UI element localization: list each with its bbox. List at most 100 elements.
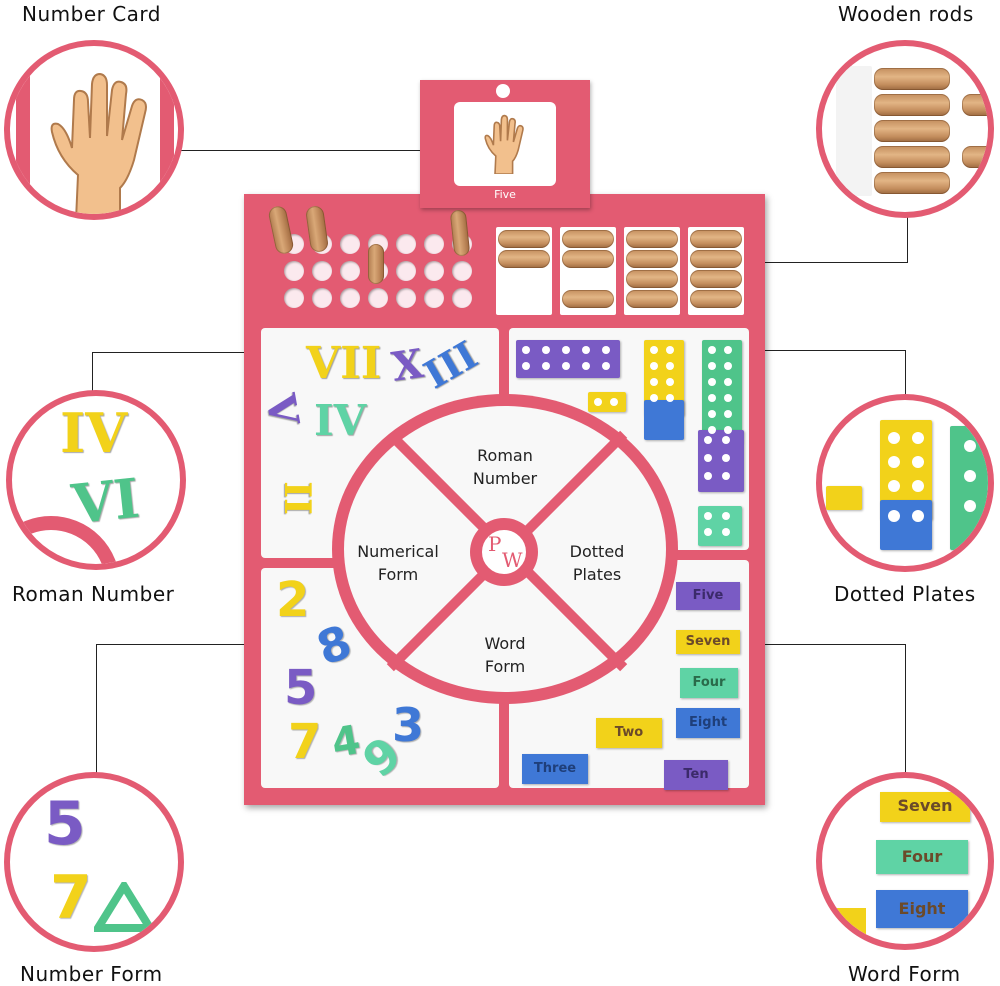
plate-dot <box>708 410 716 418</box>
plate-dot <box>912 432 924 444</box>
leader-line-number-form <box>96 644 336 645</box>
plate-dot <box>724 378 732 386</box>
roman-piece-vii: VII <box>306 338 382 389</box>
label-number-card: Number Card <box>22 2 161 26</box>
plate-dot <box>704 436 712 444</box>
card-edge-right <box>160 46 174 214</box>
word-tile-eight: Eight <box>676 708 740 738</box>
plate-dot <box>888 432 900 444</box>
zoom-circle-dotted-plates <box>816 394 994 572</box>
zoom-rod <box>874 146 950 168</box>
plate-dot <box>724 426 732 434</box>
wooden-rod <box>690 250 742 268</box>
peg-hole <box>340 261 360 281</box>
leader-line-number-card <box>180 150 420 151</box>
zoom-number-5: 5 <box>44 789 86 859</box>
leader-line-number-form-v <box>96 644 97 774</box>
roman-piece-iv: IV <box>314 396 367 445</box>
peg-hole <box>396 288 416 308</box>
label-word-form: Word Form <box>848 962 961 986</box>
word-tile-four: Four <box>680 668 738 698</box>
leader-line-word-form-v <box>905 644 906 774</box>
plate-dot <box>602 346 610 354</box>
leader-line-roman-v <box>92 352 93 394</box>
label-roman-number: Roman Number <box>12 582 175 606</box>
zoom-circle-wooden-rods <box>816 40 994 218</box>
zoom-tile-edge <box>834 908 866 944</box>
plate-dot <box>724 346 732 354</box>
zoom-rod <box>962 146 988 168</box>
wooden-rod <box>562 290 614 308</box>
label-number-form: Number Form <box>20 962 163 986</box>
plate-dot <box>562 346 570 354</box>
wooden-rod <box>562 230 614 248</box>
plate-dot <box>964 470 976 482</box>
wooden-rod <box>626 230 678 248</box>
wooden-rod <box>626 250 678 268</box>
plate-dot <box>666 378 674 386</box>
peg-hole <box>312 288 332 308</box>
zoom-circle-word-form: Seven Four Eight <box>816 772 994 950</box>
label-dotted-plates: Dotted Plates <box>834 582 976 606</box>
roman-piece-ii: II <box>275 481 318 515</box>
plate-dot <box>888 456 900 468</box>
peg-hole <box>424 234 444 254</box>
peg-hole <box>452 261 472 281</box>
plate-dot <box>708 346 716 354</box>
plate-dot <box>666 346 674 354</box>
dotted-plate-blue <box>644 400 684 440</box>
plate-dot <box>912 480 924 492</box>
zoom-plate-blue <box>880 500 932 550</box>
wooden-rod <box>562 250 614 268</box>
plate-dot <box>650 346 658 354</box>
plate-dot <box>650 362 658 370</box>
leader-line-dotted <box>662 350 906 351</box>
peg-hole <box>452 288 472 308</box>
plate-dot <box>722 472 730 480</box>
plate-dot <box>912 510 924 522</box>
leader-line-wooden-rods-v <box>907 210 908 263</box>
peg-rod <box>368 244 384 284</box>
plate-dot <box>542 362 550 370</box>
zoom-rod <box>874 94 950 116</box>
wooden-rod <box>690 270 742 288</box>
zoom-rod <box>874 68 950 90</box>
number-piece-3: 3 <box>392 698 425 752</box>
zoom-circle-number-card <box>4 40 184 220</box>
plate-dot <box>522 346 530 354</box>
wooden-rod <box>690 290 742 308</box>
zoom-word-seven: Seven <box>880 792 970 822</box>
wooden-rod <box>626 270 678 288</box>
word-tile-ten: Ten <box>664 760 728 790</box>
plate-dot <box>708 362 716 370</box>
zoom-rod <box>874 120 950 142</box>
hand-icon <box>50 72 147 214</box>
dotted-plate-yellow-small <box>588 392 626 412</box>
logo-badge <box>480 528 528 576</box>
word-tile-two: Two <box>596 718 662 748</box>
peg-hole <box>396 234 416 254</box>
number-card: Five <box>420 80 590 208</box>
learning-board: VII X III V IV II P W Roman Number Numer… <box>244 194 765 805</box>
leader-line-roman <box>92 352 362 353</box>
wheel-label-word-form: Word Form <box>484 634 526 676</box>
plate-dot <box>562 362 570 370</box>
word-tile-three: Three <box>522 754 588 784</box>
plate-dot <box>722 436 730 444</box>
wooden-rod <box>498 250 550 268</box>
label-wooden-rods: Wooden rods <box>838 2 974 26</box>
logo-letter-p: P <box>488 532 502 556</box>
plate-dot <box>722 528 730 536</box>
peg-hole <box>340 288 360 308</box>
leader-line-dotted-v <box>905 350 906 394</box>
wooden-rod <box>626 290 678 308</box>
plate-dot <box>610 398 618 406</box>
plate-dot <box>582 346 590 354</box>
zoom-roman-iv: IV <box>60 401 128 465</box>
zoom-plate-yellow-small <box>826 486 862 510</box>
plate-dot <box>888 480 900 492</box>
card-image-area <box>454 102 556 186</box>
peg-hole <box>284 261 304 281</box>
plate-dot <box>964 440 976 452</box>
word-tile-five: Five <box>676 582 740 610</box>
